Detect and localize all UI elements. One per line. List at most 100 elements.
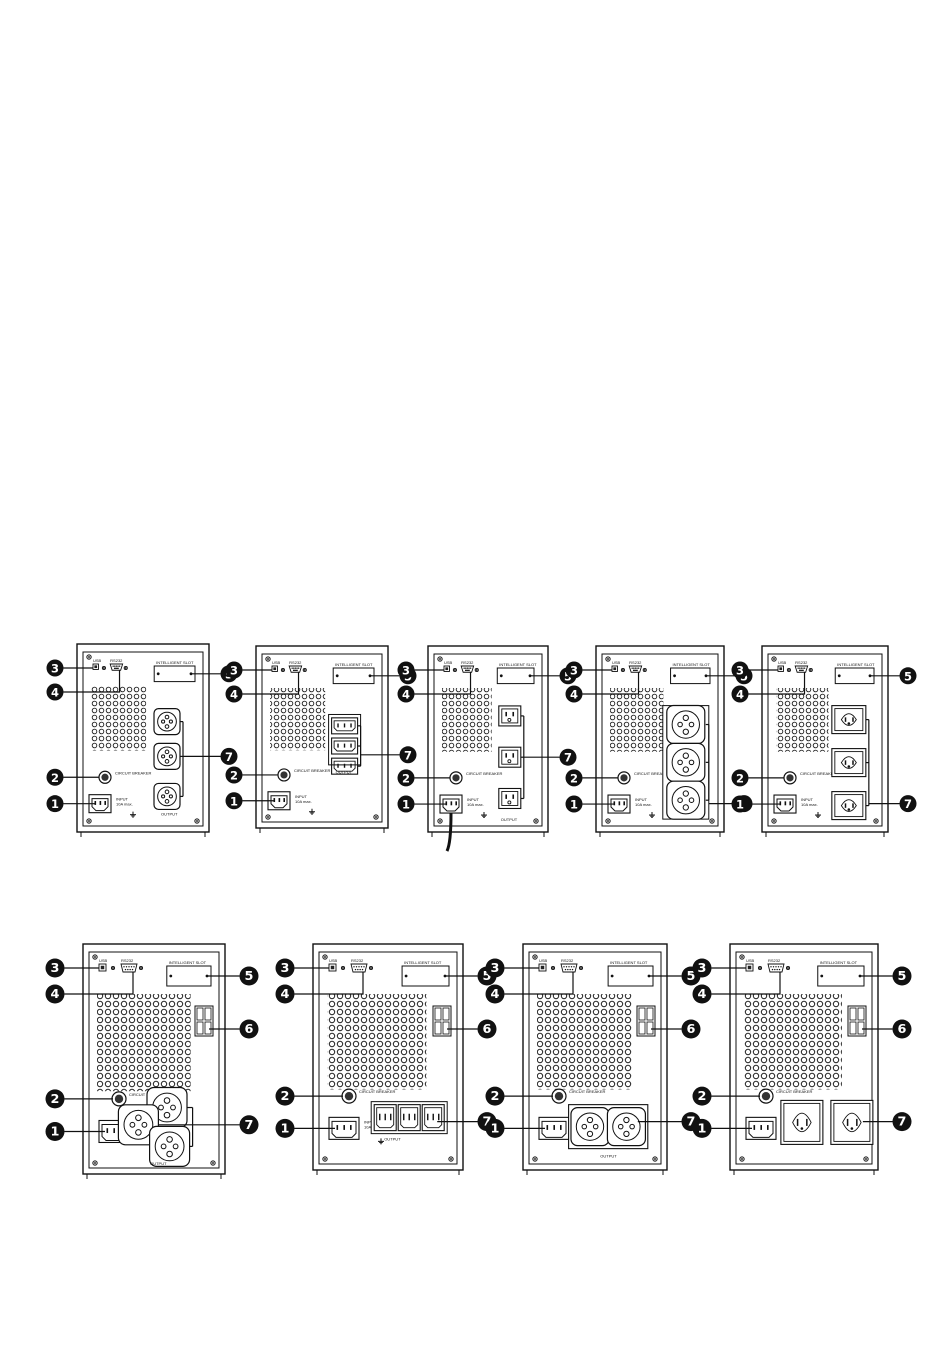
callout-4: 4 [397, 685, 415, 703]
callout-marker [731, 769, 749, 787]
callout-1: 1 [565, 795, 583, 813]
callout-marker [565, 795, 583, 813]
ventilation-grille [610, 688, 664, 752]
ground-icon [815, 812, 821, 818]
input-label: INPUT [635, 797, 648, 802]
callout-2: 2 [225, 766, 243, 784]
output-outlet [331, 717, 359, 735]
callout-number: 4 [281, 987, 290, 1002]
callout-marker [275, 984, 295, 1004]
callout-4: 4 [46, 683, 64, 701]
callout-marker [239, 1019, 259, 1039]
output-outlet [117, 1104, 160, 1146]
callout-7: 7 [220, 747, 238, 765]
callout-number: 1 [51, 1124, 60, 1139]
battery-connector [194, 1005, 214, 1037]
output-outlet [153, 707, 181, 736]
circuit-breaker-label: CIRCUIT BREAKER [466, 771, 502, 776]
callout-2: 2 [45, 1089, 65, 1109]
callout-1: 1 [731, 795, 749, 813]
callout-number: 3 [402, 664, 410, 678]
callout-number: 3 [51, 662, 59, 676]
intelligent-slot-label: INTELLIGENT SLOT [673, 662, 711, 667]
callout-2: 2 [692, 1086, 712, 1106]
circuit-breaker-knob [758, 1088, 774, 1104]
callout-marker [225, 766, 243, 784]
callout-4: 4 [485, 984, 505, 1004]
callout-number: 4 [51, 987, 60, 1002]
callout-marker [485, 1118, 505, 1138]
circuit-breaker-label: CIRCUIT BREAKER [569, 1089, 605, 1094]
usb-label: USB [272, 660, 281, 665]
leader-line [64, 972, 134, 995]
rs232-port [460, 665, 475, 673]
callout-number: 1 [491, 1121, 500, 1136]
callout-marker [899, 667, 917, 685]
callout-number: 1 [230, 794, 238, 808]
input-rating-label: 10A max. [467, 802, 484, 807]
ground-icon [378, 1138, 384, 1145]
rs232-label: RS232 [629, 660, 642, 665]
intelligent-slot-label: INTELLIGENT SLOT [156, 660, 194, 665]
output-outlet [830, 1099, 874, 1145]
callout-marker [681, 1019, 701, 1039]
input-rating-label: 10A max. [295, 799, 312, 804]
callout-marker [731, 685, 749, 703]
circuit-breaker-knob [783, 771, 797, 785]
callout-number: 1 [51, 797, 59, 811]
callout-number: 6 [245, 1022, 254, 1037]
rs232-label: RS232 [121, 958, 134, 963]
callout-number: 2 [570, 771, 578, 785]
callout-marker [559, 748, 577, 766]
callout-number: 7 [904, 797, 912, 811]
callout-5: 5 [239, 966, 259, 986]
usb-label: USB [93, 658, 102, 663]
usb-port [745, 963, 754, 972]
callout-marker [397, 685, 415, 703]
callout-3: 3 [225, 661, 243, 679]
output-outlet [498, 705, 522, 727]
callout-number: 5 [898, 969, 907, 984]
output-outlet [831, 748, 867, 778]
leader-line [63, 670, 121, 693]
ac-input-socket [328, 1116, 360, 1140]
callout-2: 2 [397, 769, 415, 787]
input-label: INPUT [467, 797, 480, 802]
callout-6: 6 [681, 1019, 701, 1039]
callout-6: 6 [477, 1019, 497, 1039]
callout-number: 5 [564, 669, 572, 683]
callout-number: 7 [404, 748, 412, 762]
callout-marker [46, 768, 64, 786]
callout-1: 1 [397, 795, 415, 813]
circuit-breaker-label: CIRCUIT BREAKER [800, 771, 836, 776]
intelligent-slot-cover [166, 965, 212, 987]
callout-1: 1 [692, 1118, 712, 1138]
callout-marker [275, 958, 295, 978]
callout-marker [692, 1086, 712, 1106]
output-label: OUTPUT [336, 769, 353, 774]
ac-input-socket [773, 794, 797, 814]
callout-4: 4 [275, 984, 295, 1004]
output-outlet [831, 791, 867, 821]
callout-number: 2 [230, 768, 238, 782]
callout-number: 1 [402, 798, 410, 812]
callout-marker [892, 1019, 912, 1039]
leader-line [504, 972, 574, 995]
callout-marker [239, 1115, 259, 1135]
intelligent-slot-cover [401, 965, 450, 987]
input-label: INPUT [295, 794, 308, 799]
usb-port [538, 963, 547, 972]
usb-port [92, 663, 99, 670]
callout-number: 7 [687, 1115, 696, 1130]
callout-4: 4 [731, 685, 749, 703]
intelligent-slot-cover [834, 667, 875, 685]
circuit-breaker-knob [98, 770, 112, 784]
circuit-breaker-knob [277, 768, 291, 782]
battery-connector [432, 1005, 452, 1037]
callout-3: 3 [397, 661, 415, 679]
callout-4: 4 [565, 685, 583, 703]
